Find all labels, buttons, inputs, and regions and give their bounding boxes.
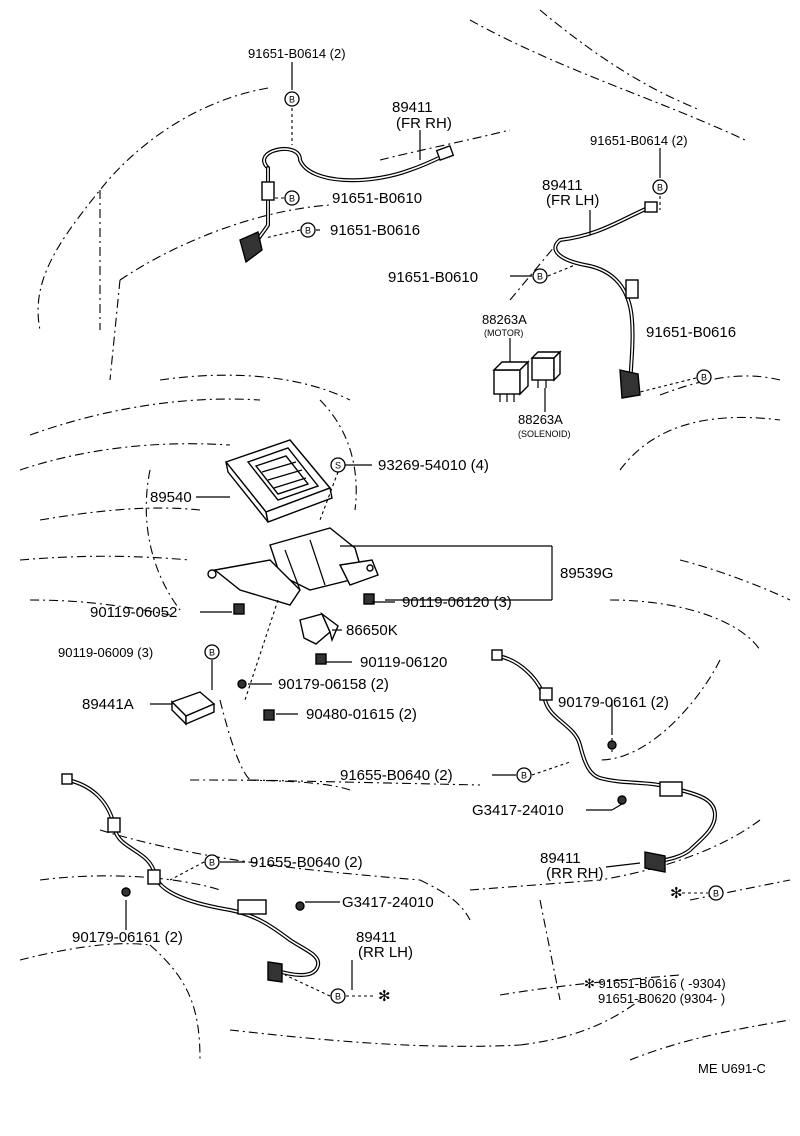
label-bolt-06120: 90119-06120 — [360, 654, 447, 671]
label-bracket: 89539G — [560, 565, 613, 582]
label-fr-lh-no: 89411 — [542, 177, 583, 194]
svg-text:B: B — [289, 95, 295, 105]
svg-text:B: B — [289, 194, 295, 204]
label-fr-rh-bolt2: 91651-B0616 — [330, 222, 420, 239]
label-module-89441a: 89441A — [82, 696, 134, 713]
label-clip-24010-l: G3417-24010 — [342, 894, 434, 911]
bolt-symbol: B — [204, 854, 220, 870]
label-fr-lh-bolt1: 91651-B0610 — [388, 269, 478, 286]
svg-text:B: B — [209, 648, 215, 658]
svg-text:B: B — [657, 183, 663, 193]
label-bolt-06052: 90119-06052 — [90, 604, 177, 621]
svg-text:B: B — [713, 889, 719, 899]
svg-text:B: B — [521, 771, 527, 781]
asterisk-mark: ✻ — [670, 885, 683, 902]
label-rr-lh-no: 89411 — [356, 929, 397, 946]
label-rr-lh-pos: (RR LH) — [358, 944, 413, 961]
label-fr-lh-pos: (FR LH) — [546, 192, 599, 209]
ecu-89540 — [224, 439, 333, 523]
label-fr-lh-bolt2: 91651-B0616 — [646, 324, 736, 341]
note-line-1: ✻ 91651-B0616 ( -9304) — [584, 976, 726, 991]
svg-text:B: B — [701, 373, 707, 383]
bolt-symbol: B — [696, 369, 712, 385]
bolt-symbol: B — [652, 179, 668, 195]
bolt-symbol: B — [516, 767, 532, 783]
bolt-symbols: B B B B B B S B B B B B ✻ ✻ — [121, 91, 724, 1005]
label-nut-06158: 90179-06158 (2) — [278, 676, 389, 693]
label-right-bolt-pair: 91651-B0614 (2) — [590, 133, 688, 148]
label-ecu: 89540 — [150, 489, 192, 506]
bolts-center — [233, 593, 375, 721]
relays — [492, 338, 562, 412]
label-rr-rh-no: 89411 — [540, 850, 581, 867]
bolt-symbol: B — [204, 644, 220, 660]
bolt-symbol: B — [284, 91, 300, 107]
svg-text:B: B — [305, 226, 311, 236]
svg-text:S: S — [335, 461, 341, 471]
label-nut-06161-r: 90179-06161 (2) — [558, 694, 669, 711]
bolt-symbol: B — [330, 988, 346, 1004]
label-bolt-06120-3: 90119-06120 (3) — [402, 594, 512, 611]
sensor-rr-rh — [491, 649, 718, 873]
label-fr-rh-pos: (FR RH) — [396, 115, 452, 132]
clip-symbol — [617, 795, 627, 805]
label-bolt-b0640-l: 91655-B0640 (2) — [250, 854, 363, 871]
svg-text:B: B — [335, 992, 341, 1002]
relay-motor — [492, 360, 530, 402]
bolt-symbol: B — [284, 190, 300, 206]
label-relay-motor-tag: (MOTOR) — [484, 328, 523, 338]
leader-lines — [125, 62, 708, 997]
label-clip-24010-r: G3417-24010 — [472, 802, 564, 819]
label-rr-rh-pos: (RR RH) — [546, 865, 604, 882]
sensor-fr-rh — [239, 145, 455, 264]
label-screw-4: 93269-54010 (4) — [378, 457, 489, 474]
body-outline — [19, 9, 791, 1061]
label-bolt-06009: 90119-06009 (3) — [58, 645, 153, 660]
label-relay-sol-tag: (SOLENOID) — [518, 429, 571, 439]
sensor-rr-lh — [61, 773, 321, 983]
nut-symbol — [607, 740, 617, 750]
label-fr-rh-no: 89411 — [392, 99, 433, 116]
note-line-2: 91651-B0620 (9304- ) — [598, 991, 725, 1006]
label-sensor-86650k: 86650K — [346, 622, 398, 639]
nut-symbol — [121, 887, 131, 897]
label-bolt-01615: 90480-01615 (2) — [306, 706, 417, 723]
diagram-code: ME U691-C — [698, 1061, 766, 1076]
screw-symbol: S — [330, 457, 346, 473]
label-top-bolt-pair: 91651-B0614 (2) — [248, 46, 346, 61]
clip-symbol — [295, 901, 305, 911]
asterisk-mark: ✻ — [378, 988, 391, 1005]
relay-solenoid — [530, 350, 562, 388]
bolt-symbol: B — [532, 268, 548, 284]
label-fr-rh-bolt1: 91651-B0610 — [332, 190, 422, 207]
sensor-fr-lh — [553, 201, 658, 399]
label-bolt-b0640-r: 91655-B0640 (2) — [340, 767, 453, 784]
bracket-89539g — [207, 527, 379, 606]
svg-text:B: B — [209, 858, 215, 868]
bolt-symbol: B — [708, 885, 724, 901]
sensor-86650k — [299, 611, 339, 645]
part-labels: 91651-B0614 (2) 89411 (FR RH) 91651-B061… — [58, 46, 766, 1076]
label-relay-sol-no: 88263A — [518, 412, 563, 427]
module-89441a — [170, 691, 216, 726]
label-relay-motor-no: 88263A — [482, 312, 527, 327]
svg-text:B: B — [537, 272, 543, 282]
label-nut-06161-l: 90179-06161 (2) — [72, 929, 183, 946]
bolt-symbol: B — [300, 222, 316, 238]
